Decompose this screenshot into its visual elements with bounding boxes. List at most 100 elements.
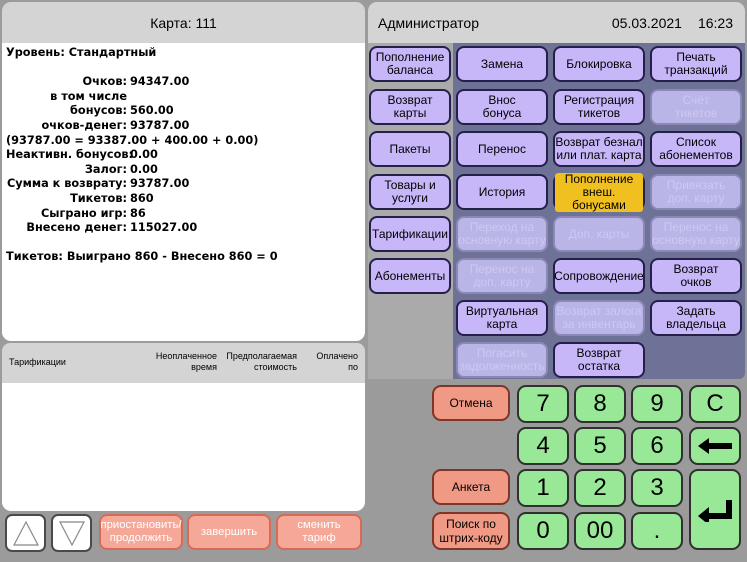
- card-info-label: очков-денег:: [41, 118, 127, 132]
- scroll-up-button[interactable]: [5, 514, 46, 552]
- current-time: 16:23: [697, 14, 733, 31]
- action-label: Список абонементов: [659, 135, 733, 162]
- enter-icon: [698, 499, 732, 522]
- card-info-value: 0.00: [130, 162, 158, 176]
- keypad-key[interactable]: 1: [517, 469, 569, 507]
- card-info-value: 93787.00: [130, 177, 190, 191]
- action-button[interactable]: Виртуальная карта: [456, 300, 548, 336]
- action-button[interactable]: Пополнение внеш. бонусами: [553, 172, 645, 212]
- action-button[interactable]: Переход на основную карту: [456, 216, 548, 252]
- finish-button[interactable]: завершить: [187, 514, 271, 550]
- card-info-label: (93787.00 = 93387.00 + 400.00 + 0.00): [6, 133, 259, 147]
- action-button[interactable]: Перенос: [456, 131, 548, 167]
- keypad-key[interactable]: 3: [631, 469, 683, 507]
- card-level: Уровень: Стандартный: [6, 46, 157, 59]
- menu-item[interactable]: Пакеты: [369, 131, 451, 167]
- action-button[interactable]: Перенос на основную карту: [650, 216, 742, 252]
- menu-item[interactable]: Абонементы: [369, 258, 451, 294]
- card-info-value: 860: [130, 191, 154, 205]
- action-label: Возврат залога за инвентарь: [556, 304, 642, 331]
- card-info-label: Внесено денег:: [26, 221, 127, 235]
- keypad-key[interactable]: 9: [631, 385, 683, 423]
- card-info-label: Очков:: [82, 75, 127, 89]
- pause-resume-button[interactable]: приостановить/ продолжить: [99, 514, 183, 550]
- action-button[interactable]: Внос бонуса: [456, 89, 548, 125]
- card-info-value: 86: [130, 206, 146, 220]
- card-title-bar: Карта: 111: [2, 2, 365, 43]
- action-button[interactable]: Задать владельца: [650, 300, 742, 336]
- keypad-key[interactable]: 5: [574, 427, 626, 465]
- action-button[interactable]: Доп. карты: [553, 216, 645, 252]
- action-button[interactable]: Регистрация тикетов: [553, 89, 645, 125]
- card-info-row: Тикетов:860: [6, 192, 365, 207]
- action-button[interactable]: Печать транзакций: [650, 46, 742, 82]
- arrow-left-icon: [698, 438, 732, 454]
- action-label: Перенос на основную карту: [652, 220, 740, 247]
- keypad-key[interactable]: 6: [631, 427, 683, 465]
- card-info-label: бонусов:: [70, 104, 127, 118]
- barcode-search-button[interactable]: Поиск по штрих-коду: [432, 512, 510, 550]
- card-info-row: Залог:0.00: [6, 163, 365, 178]
- action-button[interactable]: Возврат безнал или плат. карта: [553, 131, 645, 167]
- keypad-key[interactable]: 4: [517, 427, 569, 465]
- action-button[interactable]: Блокировка: [553, 46, 645, 82]
- action-label: Сопровождение: [554, 268, 644, 283]
- keypad-key[interactable]: 8: [574, 385, 626, 423]
- action-button[interactable]: История: [456, 174, 548, 210]
- action-label: Возврат очков: [673, 262, 719, 289]
- keypad-key[interactable]: .: [631, 512, 683, 550]
- keypad-key[interactable]: C: [689, 385, 741, 423]
- card-info-label: Сыграно игр:: [40, 206, 127, 220]
- menu-item[interactable]: Тарификации: [369, 216, 451, 252]
- action-label: Доп. карты: [568, 226, 630, 241]
- scroll-down-button[interactable]: [51, 514, 92, 552]
- action-label: История: [478, 184, 526, 199]
- tariffs-table-body[interactable]: [2, 383, 365, 511]
- action-button[interactable]: Возврат очков: [650, 258, 742, 294]
- action-button[interactable]: Замена: [456, 46, 548, 82]
- card-info-row: (93787.00 = 93387.00 + 400.00 + 0.00): [6, 134, 365, 149]
- action-button[interactable]: Список абонементов: [650, 131, 742, 167]
- action-button[interactable]: Возврат остатка: [553, 342, 645, 378]
- card-info-row: Внесено денег:115027.00: [6, 221, 365, 236]
- menu-item[interactable]: Товары и услуги: [369, 174, 451, 210]
- action-button[interactable]: Возврат залога за инвентарь: [553, 300, 645, 336]
- keypad-key[interactable]: 00: [574, 512, 626, 550]
- action-label: Возврат остатка: [576, 346, 622, 373]
- action-button[interactable]: Привязать доп. карту: [650, 174, 742, 210]
- keypad-key[interactable]: 0: [517, 512, 569, 550]
- cancel-button[interactable]: Отмена: [432, 385, 510, 421]
- menu-item[interactable]: Возврат карты: [369, 89, 451, 125]
- action-label: Замена: [480, 56, 524, 71]
- action-label: Виртуальная карта: [465, 304, 539, 331]
- action-label: Перенос на доп. карту: [469, 262, 535, 289]
- menu-item[interactable]: Пополнение баланса: [369, 46, 451, 82]
- card-info-value: 560.00: [130, 104, 174, 118]
- action-label: Счёт тикетов: [674, 93, 718, 120]
- action-label: Перенос: [478, 141, 526, 156]
- action-button[interactable]: Сопровождение: [553, 258, 645, 294]
- keypad-key[interactable]: 2: [574, 469, 626, 507]
- card-info-row: в том числе: [6, 90, 365, 105]
- arrow-down-icon: [59, 521, 85, 547]
- backspace-button[interactable]: [689, 427, 741, 465]
- action-label: Переход на основную карту: [458, 220, 546, 247]
- change-tariff-button[interactable]: сменить тариф: [276, 514, 362, 550]
- action-button[interactable]: Перенос на доп. карту: [456, 258, 548, 294]
- card-info-row: Неактивн. бонусов:0.00: [6, 148, 365, 163]
- survey-button[interactable]: Анкета: [432, 469, 510, 505]
- keypad-key[interactable]: 7: [517, 385, 569, 423]
- action-label: Погасить задолженность: [459, 346, 545, 373]
- action-button[interactable]: Погасить задолженность: [456, 342, 548, 378]
- card-info-row: Очков:94347.00: [6, 75, 365, 90]
- admin-header: Администратор 05.03.2021 16:23: [368, 2, 745, 43]
- action-label: Задать владельца: [666, 304, 726, 331]
- card-info-row: очков-денег:93787.00: [6, 119, 365, 134]
- col-tariffs: Тарификации: [9, 357, 66, 367]
- card-title: Карта: 111: [150, 14, 217, 31]
- enter-button[interactable]: [689, 469, 741, 550]
- card-info-value: 93787.00: [130, 118, 190, 132]
- action-button[interactable]: Счёт тикетов: [650, 89, 742, 125]
